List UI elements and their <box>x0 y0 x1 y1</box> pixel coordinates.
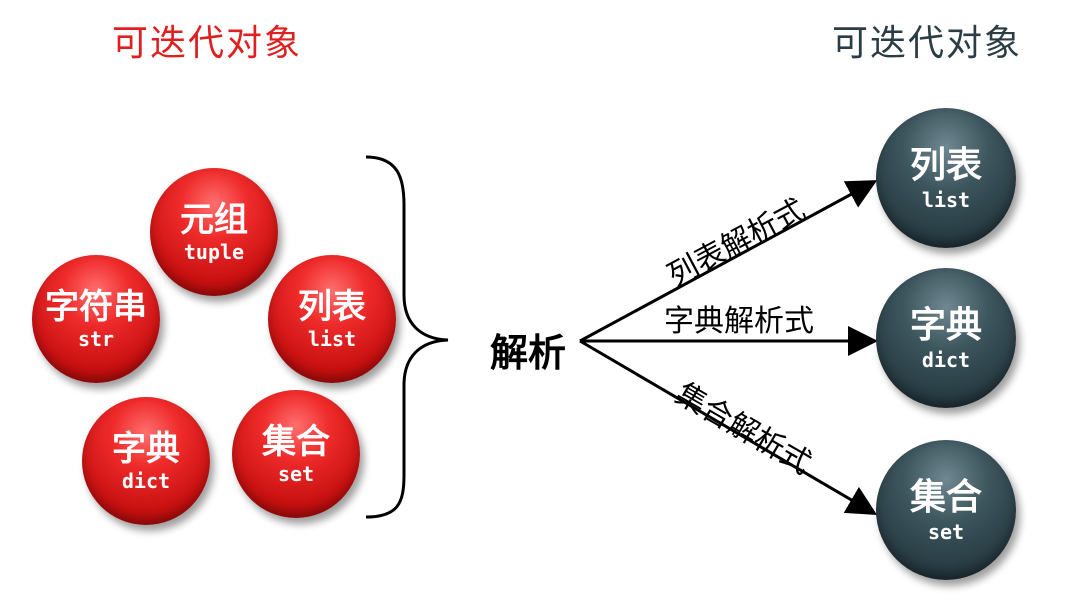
source-node-list: 列表 list <box>268 255 396 383</box>
node-label-en: set <box>927 520 965 544</box>
source-node-tuple: 元组 tuple <box>150 168 278 296</box>
node-label-en: dict <box>921 348 971 372</box>
source-node-str: 字符串 str <box>32 255 160 383</box>
node-label-zh: 元组 <box>180 200 248 240</box>
left-title: 可迭代对象 <box>112 23 303 64</box>
right-title: 可迭代对象 <box>832 23 1023 64</box>
node-label-zh: 集合 <box>262 422 330 462</box>
source-node-dict: 字典 dict <box>82 397 210 525</box>
node-label-zh: 字符串 <box>45 287 147 327</box>
node-label-en: tuple <box>183 240 245 264</box>
edge-label-dict: 字典解析式 <box>664 304 814 339</box>
node-label-en: list <box>307 327 357 351</box>
node-label-zh: 字典 <box>112 429 180 469</box>
node-label-zh: 字典 <box>909 305 982 346</box>
arrow-to-set <box>579 339 878 516</box>
target-node-list: 列表 list <box>876 108 1016 248</box>
brace <box>365 155 449 519</box>
node-label-zh: 列表 <box>298 287 366 327</box>
target-node-dict: 字典 dict <box>876 268 1016 408</box>
target-node-set: 集合 set <box>876 440 1016 580</box>
node-label-en: list <box>921 188 971 212</box>
arrow-to-list <box>579 180 878 343</box>
node-label-zh: 集合 <box>909 477 982 518</box>
node-label-en: set <box>277 462 315 486</box>
node-label-en: str <box>77 327 115 351</box>
node-label-en: dict <box>121 469 171 493</box>
center-label: 解析 <box>490 331 567 375</box>
node-label-zh: 列表 <box>909 145 982 186</box>
source-node-set: 集合 set <box>232 390 360 518</box>
